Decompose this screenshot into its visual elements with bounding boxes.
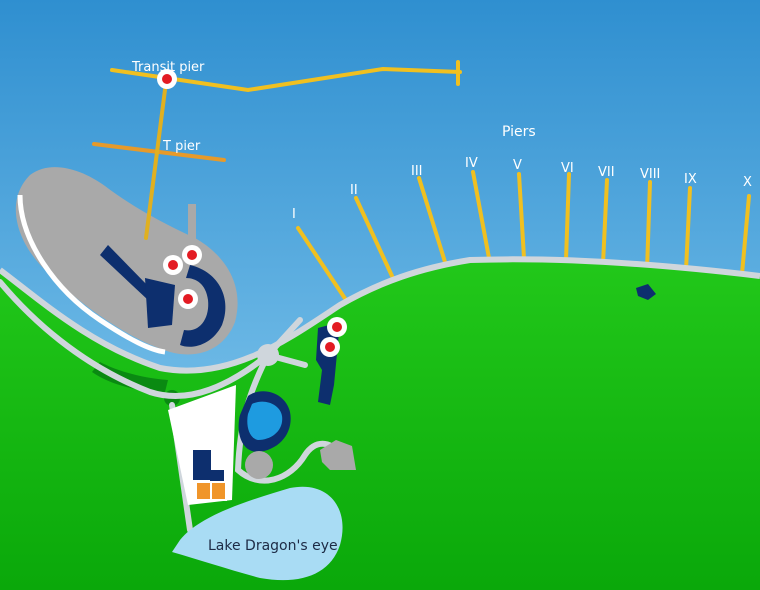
pier-label: IX bbox=[684, 172, 697, 187]
transit-pier-label: Transit pier bbox=[131, 60, 205, 75]
service-building bbox=[320, 440, 356, 470]
pier-label: VIII bbox=[640, 167, 660, 182]
piers-label: Piers bbox=[502, 124, 536, 140]
pier-label: II bbox=[350, 183, 358, 198]
roundabout bbox=[257, 344, 279, 366]
pier-label: IV bbox=[465, 156, 478, 171]
location-marker-shore-upper[interactable] bbox=[327, 317, 347, 337]
transit-pier[interactable] bbox=[110, 60, 462, 93]
location-marker-quay-lower[interactable] bbox=[178, 289, 198, 309]
sports-building bbox=[193, 450, 211, 480]
quay-road bbox=[17, 194, 166, 355]
location-marker-shore-lower[interactable] bbox=[320, 337, 340, 357]
quay-building-arm bbox=[100, 245, 150, 300]
swimming-pool[interactable] bbox=[247, 401, 283, 440]
shore-walkway bbox=[0, 256, 760, 374]
location-marker-quay-upper[interactable] bbox=[182, 245, 202, 265]
quay-building-curve bbox=[180, 265, 226, 347]
sports-building-annex bbox=[210, 470, 224, 484]
pier-label: VII bbox=[598, 165, 615, 180]
location-marker-quay-left[interactable] bbox=[163, 255, 183, 275]
land-area bbox=[0, 259, 760, 590]
pier-label: I bbox=[292, 207, 296, 222]
quay-building-main bbox=[145, 278, 175, 328]
pier-label: III bbox=[411, 164, 423, 179]
pier-label: VI bbox=[561, 161, 574, 176]
pier-labels: I II III IV V VI VII VIII IX X bbox=[292, 156, 752, 222]
quay-peninsula[interactable] bbox=[15, 167, 238, 355]
pier-label: V bbox=[513, 158, 522, 173]
pier-label: X bbox=[743, 175, 752, 190]
lake-label: Lake Dragon's eye bbox=[208, 538, 338, 554]
location-marker-transit[interactable] bbox=[157, 69, 177, 89]
lake-dragons-eye[interactable] bbox=[172, 486, 343, 581]
park-strip bbox=[92, 362, 168, 392]
pier-lines bbox=[296, 170, 751, 302]
round-building bbox=[245, 451, 273, 479]
t-pier-label: T pier bbox=[162, 139, 201, 154]
small-building bbox=[636, 284, 656, 300]
quay-jetty bbox=[188, 204, 196, 244]
central-pier-stem bbox=[144, 80, 168, 240]
